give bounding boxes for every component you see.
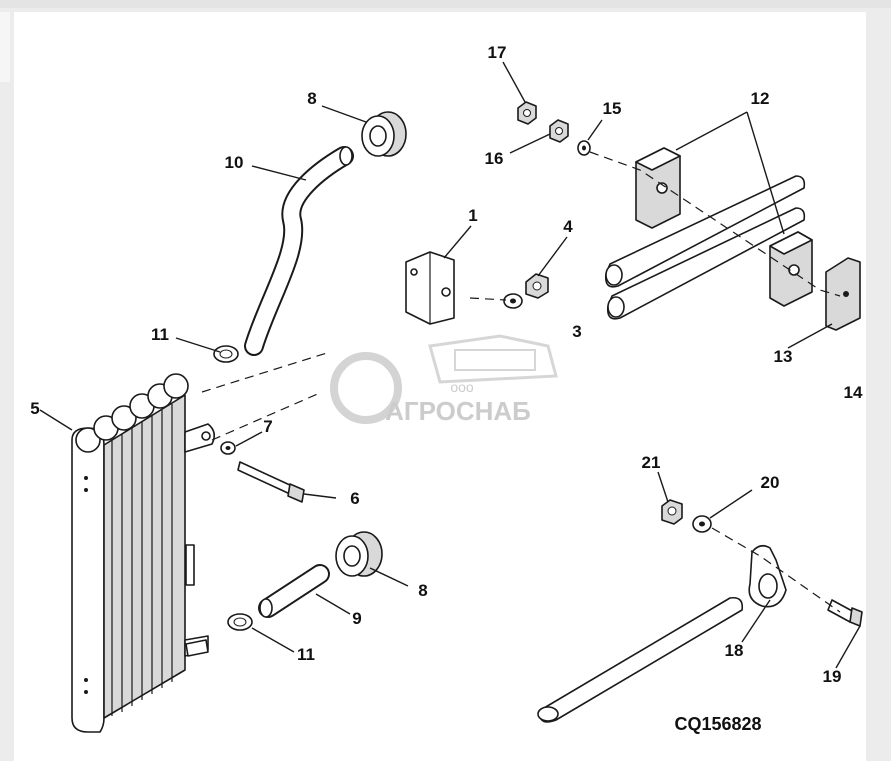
harvester-icon <box>428 334 558 384</box>
lower-grommet <box>335 531 383 577</box>
rod <box>537 596 744 723</box>
upper-hose <box>244 146 354 356</box>
callout-1: 1 <box>468 206 477 225</box>
callout-7: 7 <box>263 417 272 436</box>
watermark-brand: АГРОСНАБ <box>385 396 531 426</box>
left-panel-edge <box>0 12 10 82</box>
callout-13: 13 <box>774 347 793 366</box>
assembly-line-cooler <box>201 351 331 393</box>
callout-12: 12 <box>751 89 770 108</box>
bolt-6 <box>237 461 305 503</box>
rails-12 <box>604 147 813 320</box>
washer-7 <box>220 441 236 455</box>
upper-grommet <box>361 111 407 157</box>
lower-hose <box>258 564 330 618</box>
washer-3 <box>503 293 523 309</box>
plate-13 <box>825 257 861 331</box>
callout-15: 15 <box>603 99 622 118</box>
nut-21 <box>661 499 683 525</box>
agrosnab-watermark: ооо АГРОСНАБ <box>330 334 558 426</box>
leader-lines <box>39 61 861 669</box>
callout-10: 10 <box>225 153 244 172</box>
callout-14: 14 <box>844 383 863 402</box>
assembly-line-clip <box>711 527 841 613</box>
clip-18 <box>748 544 787 608</box>
lower-clamp <box>227 613 253 631</box>
callout-20: 20 <box>761 473 780 492</box>
callout-11-upper: 11 <box>151 325 169 344</box>
callout-17: 17 <box>488 43 507 62</box>
gear-icon <box>330 352 402 424</box>
washer-20 <box>692 515 712 533</box>
assembly-line-bracket <box>211 391 323 441</box>
top-bar <box>0 0 891 8</box>
upper-clamp <box>213 345 239 363</box>
callout-16: 16 <box>485 149 504 168</box>
callout-5: 5 <box>30 399 39 418</box>
callout-11-lower: 11 <box>297 645 315 664</box>
nut-16 <box>549 119 569 143</box>
lower-fitting <box>185 639 209 657</box>
callout-18: 18 <box>725 641 744 660</box>
callout-21: 21 <box>642 453 661 472</box>
callout-19: 19 <box>823 667 842 686</box>
washer-15 <box>577 140 591 156</box>
oil-cooler <box>71 373 216 733</box>
bolt-19 <box>827 599 863 627</box>
diagram-code: CQ156828 <box>674 714 761 734</box>
bracket-1 <box>405 251 455 325</box>
callout-8-upper: 8 <box>307 89 316 108</box>
callout-labels: 17 16 15 12 8 10 1 4 3 13 14 11 5 7 6 8 … <box>30 43 863 686</box>
callout-3: 3 <box>572 322 581 341</box>
nut-4 <box>525 273 549 299</box>
callout-9: 9 <box>352 609 361 628</box>
nut-17 <box>517 101 537 125</box>
assembly-line-washer <box>469 297 507 301</box>
callout-8-lower: 8 <box>418 581 427 600</box>
watermark-prefix: ооо <box>450 379 474 395</box>
callout-6: 6 <box>350 489 359 508</box>
callout-4: 4 <box>563 217 573 236</box>
